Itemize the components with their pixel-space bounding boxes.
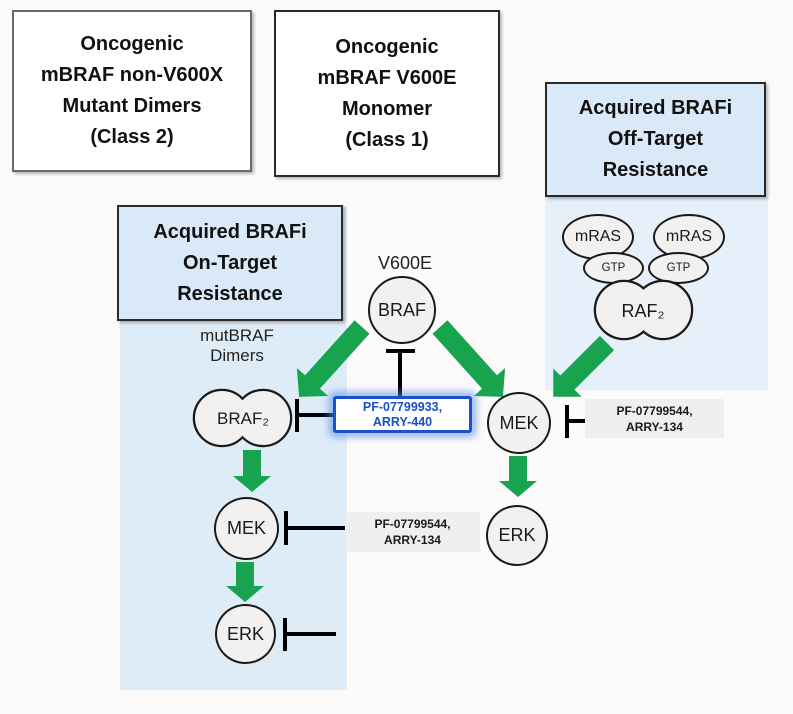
- mek-label: MEK: [226, 518, 266, 538]
- mek-inhibitor-drug-text: PF-07799544, ARRY-134: [616, 403, 693, 434]
- mras-label: mRAS: [574, 228, 622, 245]
- braf2-dimer-shape: [192, 388, 293, 448]
- erk-label: ERK: [226, 623, 264, 644]
- v600e-annotation: V600E: [377, 253, 433, 273]
- raf2-dimer-shape: [593, 279, 694, 341]
- inhibition-tbar-drug-to-braf-icon: [386, 349, 415, 398]
- inhibition-tbar-drug-to-mek-right-icon: [565, 405, 586, 438]
- activation-arrow-braf2-to-mek-icon: [233, 450, 271, 492]
- erk-node-on-target: ERK: [215, 604, 276, 664]
- gtp-label: GTP: [601, 262, 626, 274]
- mek-inhibitor-drug-box-off-target: PF-07799544, ARRY-134: [585, 399, 724, 438]
- inhibition-tbar-drug-to-mek-left-icon: [284, 511, 345, 545]
- braf-label: BRAF: [377, 299, 426, 320]
- braf-monomer-node: BRAF: [368, 276, 436, 344]
- gtp-label: GTP: [666, 262, 691, 274]
- mek-node-off-target: MEK: [487, 392, 551, 454]
- erk-node-off-target: ERK: [486, 505, 548, 566]
- class1-title-text: Oncogenic mBRAF V600E Monomer (Class 1): [317, 35, 457, 151]
- inhibition-tbar-drug-to-braf2-icon: [295, 399, 333, 432]
- activation-arrow-mek-to-erk-left-icon: [226, 562, 264, 602]
- class2-title-box: Oncogenic mBRAF non-V600X Mutant Dimers …: [12, 10, 252, 172]
- off-target-title-text: Acquired BRAFi Off-Target Resistance: [578, 97, 733, 181]
- class2-title-text: Oncogenic mBRAF non-V600X Mutant Dimers …: [40, 33, 224, 148]
- mek-inhibitor-drug-text: PF-07799544, ARRY-134: [374, 517, 451, 547]
- inhibition-tbar-erk-left-icon: [283, 618, 336, 651]
- on-target-title-text: Acquired BRAFi On-Target Resistance: [153, 220, 307, 305]
- erk-label: ERK: [498, 525, 536, 545]
- activation-arrow-braf-to-braf2-icon: [296, 320, 370, 397]
- off-target-title-box: Acquired BRAFi Off-Target Resistance: [545, 82, 766, 197]
- on-target-title-box: Acquired BRAFi On-Target Resistance: [117, 205, 343, 321]
- mek-inhibitor-drug-box-on-target: PF-07799544, ARRY-134: [345, 512, 480, 552]
- mras-label: mRAS: [665, 228, 713, 245]
- braf-inhibitor-drug-text: PF-07799933, ARRY-440: [362, 399, 443, 429]
- braf2-dimer-label: BRAF₂: [217, 409, 269, 428]
- braf-inhibitor-drug-box: PF-07799933, ARRY-440: [333, 396, 472, 433]
- mutbraf-dimers-annotation: mutBRAF Dimers: [200, 326, 274, 365]
- raf2-dimer-label: RAF₂: [622, 301, 665, 321]
- class1-title-box: Oncogenic mBRAF V600E Monomer (Class 1): [274, 10, 500, 177]
- activation-arrow-braf-to-mek-icon: [432, 320, 506, 397]
- gtp-node-right: GTP: [648, 252, 709, 284]
- activation-arrow-raf2-to-mek-icon: [553, 335, 615, 397]
- activation-arrow-mek-to-erk-right-icon: [499, 456, 537, 497]
- mek-node-on-target: MEK: [214, 497, 279, 560]
- mek-label: MEK: [499, 412, 539, 433]
